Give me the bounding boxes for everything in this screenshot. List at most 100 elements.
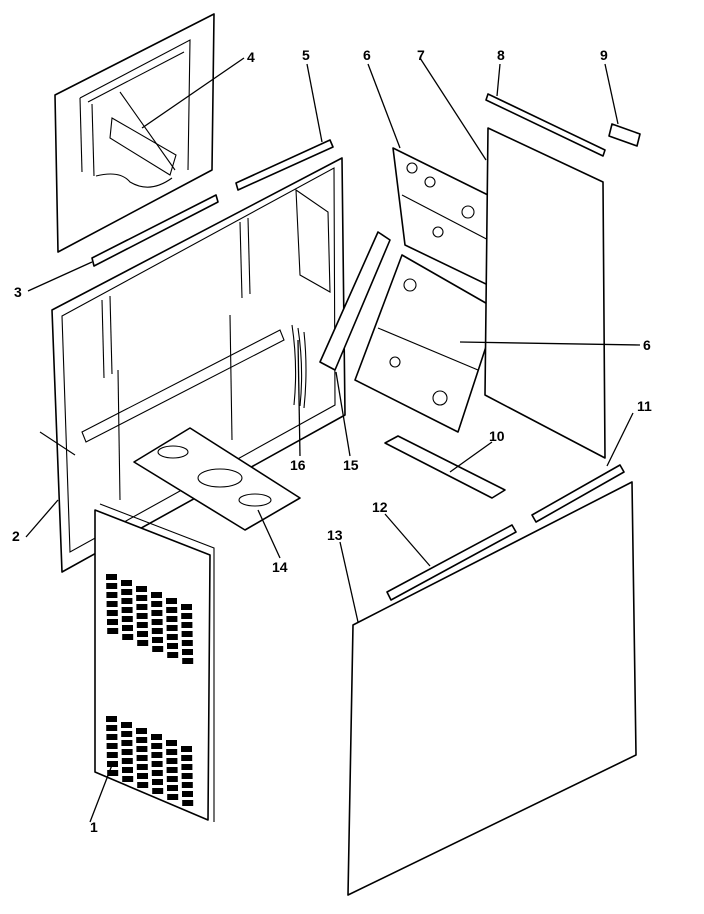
callout-5: 5 bbox=[302, 47, 310, 63]
louver-slot bbox=[152, 779, 163, 785]
louver-slot bbox=[106, 574, 117, 580]
louver-slot bbox=[182, 649, 193, 655]
louver-slot bbox=[166, 625, 178, 631]
louver-slot bbox=[182, 800, 194, 806]
main-frame-assembly bbox=[39, 157, 346, 573]
louver-slot bbox=[151, 610, 163, 616]
louver-slot bbox=[167, 643, 178, 649]
part-15-side-strip bbox=[319, 231, 391, 371]
callout-12: 12 bbox=[372, 499, 388, 515]
louver-slot bbox=[181, 622, 193, 628]
louver-slot bbox=[121, 758, 133, 764]
louver-slot bbox=[106, 592, 118, 598]
louver-slot bbox=[136, 755, 148, 761]
louver-slot bbox=[107, 619, 118, 625]
louver-slot bbox=[121, 607, 133, 613]
louver-slot bbox=[181, 746, 192, 752]
louver-slot bbox=[151, 770, 163, 776]
part-12-strip bbox=[386, 524, 517, 601]
louver-slot bbox=[106, 610, 118, 616]
louver-slot bbox=[166, 758, 178, 764]
louver-slot bbox=[122, 767, 133, 773]
louver-slot bbox=[151, 619, 163, 625]
louver-slot bbox=[106, 752, 118, 758]
louver-slot bbox=[166, 749, 178, 755]
louver-slot bbox=[136, 764, 148, 770]
louver-slot bbox=[137, 640, 149, 646]
louver-slot bbox=[121, 731, 133, 737]
louver-slot bbox=[181, 604, 192, 610]
louver-slot bbox=[107, 761, 118, 767]
louver-slot bbox=[121, 740, 133, 746]
louver-slot bbox=[106, 601, 118, 607]
part-5-top-rail bbox=[235, 139, 334, 191]
callout-10: 10 bbox=[489, 428, 505, 444]
louver-slot bbox=[152, 637, 163, 643]
callout-11: 11 bbox=[637, 398, 652, 414]
louver-slot bbox=[166, 598, 177, 604]
callout-15: 15 bbox=[343, 457, 359, 473]
louver-slot bbox=[136, 595, 148, 601]
louver-slot bbox=[166, 740, 177, 746]
louver-slot bbox=[136, 613, 148, 619]
louver-slot bbox=[181, 764, 193, 770]
louver-slot bbox=[121, 749, 133, 755]
louver-slot bbox=[151, 734, 162, 740]
callout-8: 8 bbox=[497, 47, 505, 63]
louver-slot bbox=[181, 640, 193, 646]
part-7-rear-panel bbox=[484, 127, 606, 459]
part-3-rail bbox=[91, 194, 219, 267]
louver-slot bbox=[106, 743, 118, 749]
louver-slot bbox=[136, 622, 148, 628]
part-9-bracket bbox=[608, 123, 641, 147]
louver-slot bbox=[151, 601, 163, 607]
louver-slot bbox=[136, 746, 148, 752]
louver-slot bbox=[137, 631, 148, 637]
callout-7: 7 bbox=[417, 47, 425, 63]
louver-slot bbox=[166, 776, 178, 782]
louver-slot bbox=[166, 634, 178, 640]
louver-slot bbox=[167, 785, 178, 791]
louver-slot bbox=[137, 773, 148, 779]
louver-slot bbox=[181, 631, 193, 637]
louver-slot bbox=[106, 716, 117, 722]
louver-slot bbox=[136, 604, 148, 610]
callout-13: 13 bbox=[327, 527, 343, 543]
louver-slot bbox=[121, 580, 132, 586]
louver-slot bbox=[121, 589, 133, 595]
louver-slot bbox=[106, 725, 118, 731]
louver-slot bbox=[121, 722, 132, 728]
louver-slot bbox=[151, 752, 163, 758]
inset-detail-part-4 bbox=[54, 13, 215, 253]
louver-slot bbox=[106, 583, 118, 589]
louver-slot bbox=[137, 782, 149, 788]
louver-slot bbox=[182, 791, 193, 797]
louver-slot bbox=[167, 794, 179, 800]
callout-2: 2 bbox=[12, 528, 20, 544]
callout-14: 14 bbox=[272, 559, 288, 575]
louver-slot bbox=[121, 616, 133, 622]
louver-slot bbox=[136, 728, 147, 734]
louver-slot bbox=[181, 782, 193, 788]
louver-slot bbox=[107, 628, 119, 634]
louver-slot bbox=[122, 776, 134, 782]
part-11-strip bbox=[531, 464, 625, 523]
callout-4: 4 bbox=[247, 49, 255, 65]
louver-slot bbox=[136, 737, 148, 743]
louver-slot bbox=[151, 628, 163, 634]
louver-slot bbox=[122, 634, 134, 640]
louver-slot bbox=[152, 646, 164, 652]
louver-slot bbox=[151, 761, 163, 767]
front-panel-louvers bbox=[106, 574, 194, 806]
leader-lines bbox=[25, 57, 641, 823]
louver-slot bbox=[152, 788, 164, 794]
part-10-channel bbox=[384, 435, 506, 499]
part-13-side-panel bbox=[347, 481, 637, 896]
callout-6-upper: 6 bbox=[363, 47, 371, 63]
part-14-base-plate bbox=[133, 427, 301, 531]
louver-slot bbox=[122, 625, 133, 631]
louver-slot bbox=[166, 616, 178, 622]
louver-slot bbox=[106, 734, 118, 740]
louver-slot bbox=[151, 743, 163, 749]
